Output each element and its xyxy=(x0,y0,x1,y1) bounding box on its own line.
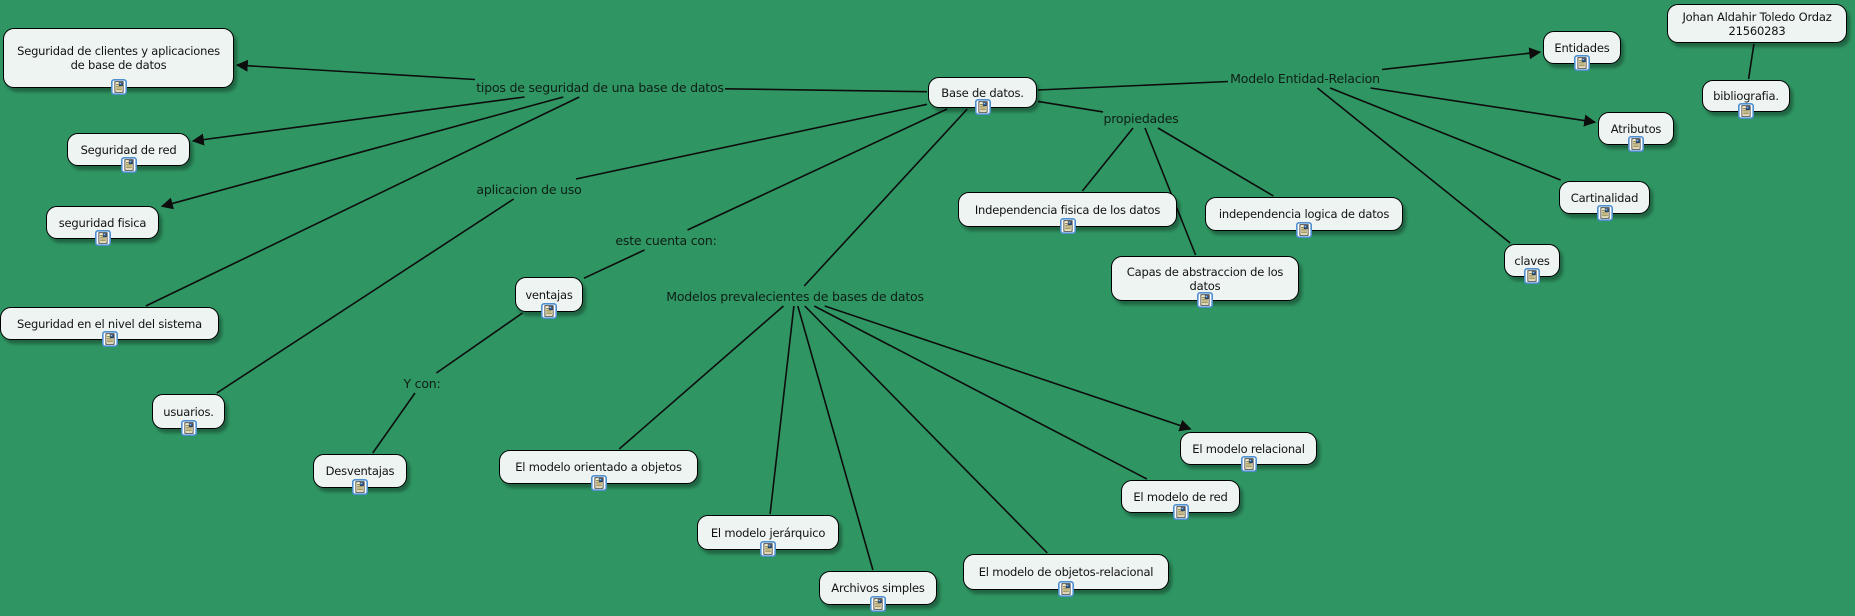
concept-node-m-archivos[interactable]: Archivos simples xyxy=(819,571,937,612)
connector-line xyxy=(1747,43,1755,80)
concept-node-cartinalidad[interactable]: Cartinalidad xyxy=(1559,181,1650,221)
concept-node-seg-red[interactable]: Seguridad de red xyxy=(67,133,190,173)
connector-line xyxy=(575,103,928,180)
linking-phrase-ycon[interactable]: Y con: xyxy=(403,375,441,391)
resource-icon[interactable] xyxy=(1596,205,1613,221)
concept-node-label: Johan Aldahir Toledo Ordaz 21560283 xyxy=(1682,9,1832,38)
concept-node-m-red[interactable]: El modelo de red xyxy=(1121,480,1240,520)
connector-line xyxy=(1037,100,1104,113)
linking-phrase-propiedades[interactable]: propiedades xyxy=(1103,110,1179,126)
connector-line xyxy=(824,305,1192,432)
concept-node-label: Entidades xyxy=(1554,40,1610,55)
concept-node-bibliografia[interactable]: bibliografia. xyxy=(1702,80,1790,119)
connector-line xyxy=(724,88,928,93)
concept-node-label: Cartinalidad xyxy=(1570,190,1639,205)
resource-icon[interactable] xyxy=(352,479,368,495)
connector-line xyxy=(1381,47,1542,71)
resource-icon[interactable] xyxy=(1574,55,1590,71)
resource-icon[interactable] xyxy=(760,541,776,557)
connector-line xyxy=(1370,87,1597,127)
connector-line xyxy=(1081,127,1134,192)
connector-line xyxy=(1037,80,1229,91)
concept-node-label: El modelo de red xyxy=(1133,489,1228,504)
concept-node-indep-fisica[interactable]: Independencia fisica de los datos xyxy=(958,192,1177,234)
concept-node-m-objetos[interactable]: El modelo orientado a objetos xyxy=(499,450,698,491)
concept-node-label: El modelo relacional xyxy=(1192,441,1305,456)
resource-icon[interactable] xyxy=(1524,268,1540,284)
connector-line xyxy=(235,59,476,81)
resource-icon[interactable] xyxy=(101,331,118,347)
concept-node-seg-clientes[interactable]: Seguridad de clientes y aplicaciones de … xyxy=(3,28,234,95)
concept-node-label: Archivos simples xyxy=(831,581,925,595)
concept-node-johan[interactable]: Johan Aldahir Toledo Ordaz 21560283 xyxy=(1667,4,1847,43)
resource-icon[interactable] xyxy=(1628,136,1644,152)
concept-node-label: Base de datos. xyxy=(941,85,1024,100)
concept-node-label: Seguridad de clientes y aplicaciones de … xyxy=(17,44,220,72)
connector-line xyxy=(1329,87,1561,181)
resource-icon[interactable] xyxy=(870,596,886,612)
concept-node-label: El modelo jerárquico xyxy=(710,525,826,540)
concept-node-indep-logica[interactable]: independencia logica de datos xyxy=(1205,197,1403,238)
concept-node-m-relacional[interactable]: El modelo relacional xyxy=(1180,432,1317,472)
connector-line xyxy=(687,108,948,231)
concept-node-label: claves xyxy=(1514,253,1550,268)
concept-node-claves[interactable]: claves xyxy=(1504,244,1560,284)
resource-icon[interactable] xyxy=(120,157,137,173)
resource-icon[interactable] xyxy=(974,99,991,115)
concept-node-m-jerarquico[interactable]: El modelo jerárquico xyxy=(697,515,839,557)
connector-line xyxy=(804,305,1048,554)
linking-phrase-mer[interactable]: Modelo Entidad-Relacion xyxy=(1230,70,1380,86)
concept-node-label: independencia logica de datos xyxy=(1218,207,1390,221)
concept-node-desventajas[interactable]: Desventajas xyxy=(313,454,407,495)
concept-node-seg-fisica[interactable]: seguridad fisica xyxy=(46,206,159,246)
concept-node-label: bibliografia. xyxy=(1713,89,1779,103)
linking-phrase-tipos[interactable]: tipos de seguridad de una base de datos xyxy=(476,79,724,95)
connector-line xyxy=(583,249,645,279)
connector-line xyxy=(813,305,1148,480)
resource-icon[interactable] xyxy=(110,79,127,95)
concept-node-label: Independencia fisica de los datos xyxy=(974,202,1161,217)
connector-line xyxy=(145,96,580,307)
resource-icon[interactable] xyxy=(1058,581,1074,597)
concept-node-label: ventajas xyxy=(525,287,573,302)
connector-line xyxy=(435,312,523,374)
concept-node-label: seguridad fisica xyxy=(58,215,147,230)
concept-node-capas[interactable]: Capas de abstraccion de los datos xyxy=(1111,256,1299,308)
concept-node-usuarios[interactable]: usuarios. xyxy=(152,394,225,436)
resource-icon[interactable] xyxy=(590,475,607,491)
concept-node-label: Desventajas xyxy=(325,464,395,478)
resource-icon[interactable] xyxy=(1240,456,1257,472)
resource-icon[interactable] xyxy=(1059,218,1076,234)
concept-node-label: Capas de abstraccion de los datos xyxy=(1126,264,1284,293)
concept-node-label: Atributos xyxy=(1610,121,1662,136)
connector-line xyxy=(191,96,525,146)
connector-line xyxy=(372,392,416,454)
resource-icon[interactable] xyxy=(1296,222,1312,238)
concept-node-label: Seguridad en el nivel del sistema xyxy=(17,316,202,331)
concept-node-base[interactable]: Base de datos. xyxy=(928,77,1037,115)
concept-node-entidades[interactable]: Entidades xyxy=(1543,31,1621,71)
concept-node-ventajas[interactable]: ventajas xyxy=(515,277,583,319)
connector-line xyxy=(803,108,968,287)
connector-line xyxy=(769,305,795,515)
linking-phrase-este[interactable]: este cuenta con: xyxy=(615,232,717,248)
concept-node-label: usuarios. xyxy=(163,404,214,419)
concept-node-label: Seguridad de red xyxy=(80,142,177,157)
linking-phrase-aplicacion[interactable]: aplicacion de uso xyxy=(476,181,582,197)
concept-node-seg-sistema[interactable]: Seguridad en el nivel del sistema xyxy=(0,307,219,347)
resource-icon[interactable] xyxy=(94,230,111,246)
concept-node-label: El modelo de objetos-relacional xyxy=(978,565,1154,579)
concept-node-label: El modelo orientado a objetos xyxy=(515,460,682,474)
concept-node-atributos[interactable]: Atributos xyxy=(1598,112,1674,152)
connector-line xyxy=(216,198,515,394)
resource-icon[interactable] xyxy=(1172,504,1189,520)
linking-phrase-modelos[interactable]: Modelos prevalecientes de bases de datos xyxy=(666,288,924,304)
connector-line xyxy=(618,305,785,450)
resource-icon[interactable] xyxy=(1738,103,1754,119)
resource-icon[interactable] xyxy=(541,303,557,319)
resource-icon[interactable] xyxy=(180,420,197,436)
concept-node-m-objrel[interactable]: El modelo de objetos-relacional xyxy=(963,554,1169,597)
connector-line xyxy=(1157,127,1274,197)
resource-icon[interactable] xyxy=(1197,292,1213,308)
